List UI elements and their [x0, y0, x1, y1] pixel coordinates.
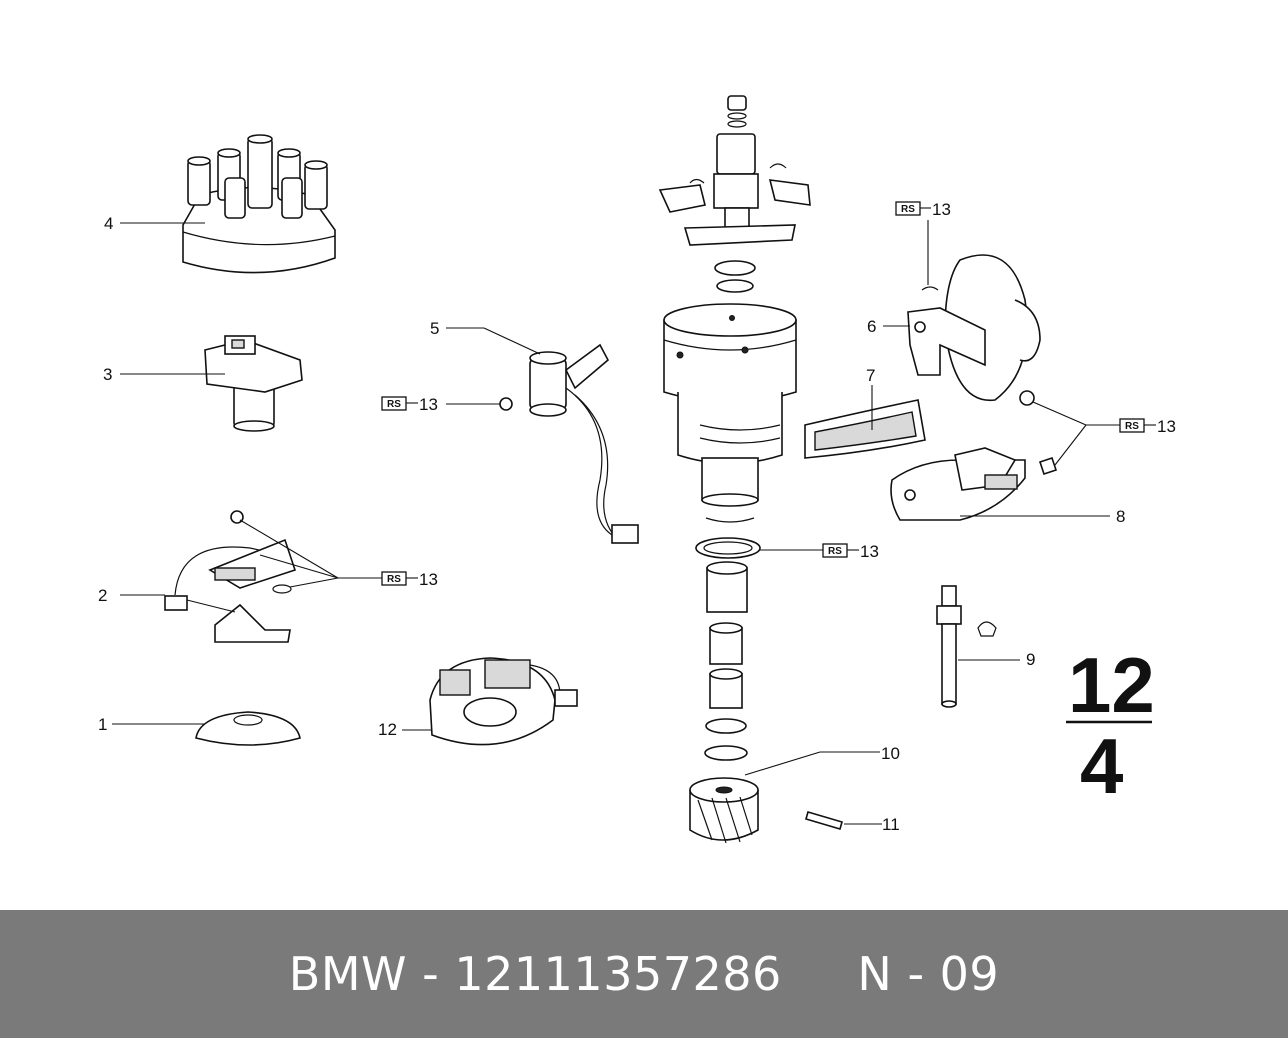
distributor-cap: [182, 134, 336, 274]
vacuum-advance-unit: [907, 254, 1041, 402]
thrust-washer-lower: [704, 745, 748, 761]
shim-washer-upper: [714, 260, 756, 276]
distributor-housing: [663, 303, 797, 523]
callout-13-clamp: 13: [1157, 417, 1176, 436]
part-number-caption: BMW - 12111357286 N - 09: [288, 947, 1000, 1001]
callout-4: 4: [104, 214, 113, 233]
cover-strip: [804, 399, 926, 459]
dust-cover: [195, 711, 301, 746]
callout-1: 1: [98, 715, 107, 734]
sealing-ring-housing: [695, 537, 761, 559]
callout-8: 8: [1116, 507, 1125, 526]
svg-text:RS: RS: [828, 546, 842, 557]
rotor: [204, 335, 303, 432]
callout-5: 5: [430, 319, 439, 338]
group-number: 12 4: [1066, 641, 1155, 810]
rs-tag-5: RS: [381, 396, 407, 411]
exploded-view-drawing: 4 3 2 RS 13 1: [98, 95, 1176, 844]
rs-tag-vacuum: RS: [895, 201, 921, 216]
callout-13-condenser: 13: [419, 395, 438, 414]
drive-gear: [689, 777, 759, 844]
callout-3: 3: [103, 365, 112, 384]
bushings: [706, 561, 748, 709]
contact-breaker-set: [164, 510, 297, 643]
rs-tag-clamp: RS: [1119, 418, 1145, 433]
callout-12: 12: [378, 720, 397, 739]
callout-9: 9: [1026, 650, 1035, 669]
drive-pinion-shaft: [936, 585, 997, 708]
callout-10: 10: [881, 744, 900, 763]
footer-bar: BMW - 12111357286 N - 09: [0, 910, 1288, 1038]
svg-text:RS: RS: [1125, 421, 1139, 432]
callout-11: 11: [882, 815, 900, 834]
callout-7: 7: [866, 366, 875, 385]
trigger-base-plate: [429, 657, 578, 746]
parts-diagram: 4 3 2 RS 13 1: [98, 95, 1176, 844]
roll-pin: [805, 811, 843, 830]
callout-13-ring: 13: [860, 542, 879, 561]
group-number-top: 12: [1068, 641, 1155, 729]
callout-13-vacuum: 13: [932, 200, 951, 219]
shim-washer-lower: [705, 718, 747, 734]
thrust-washer-upper: [716, 279, 754, 293]
drive-shaft-assembly: [658, 95, 811, 246]
svg-text:RS: RS: [387, 574, 401, 585]
svg-text:RS: RS: [387, 399, 401, 410]
condenser: [499, 343, 639, 544]
rs-tag-ring: RS: [822, 543, 848, 558]
rs-tag-2: RS: [381, 571, 407, 586]
callout-6: 6: [867, 317, 876, 336]
callout-2: 2: [98, 586, 107, 605]
group-number-bottom: 4: [1080, 722, 1123, 810]
clamp-bracket: [890, 390, 1058, 521]
callout-13-points: 13: [419, 570, 438, 589]
svg-text:RS: RS: [901, 204, 915, 215]
